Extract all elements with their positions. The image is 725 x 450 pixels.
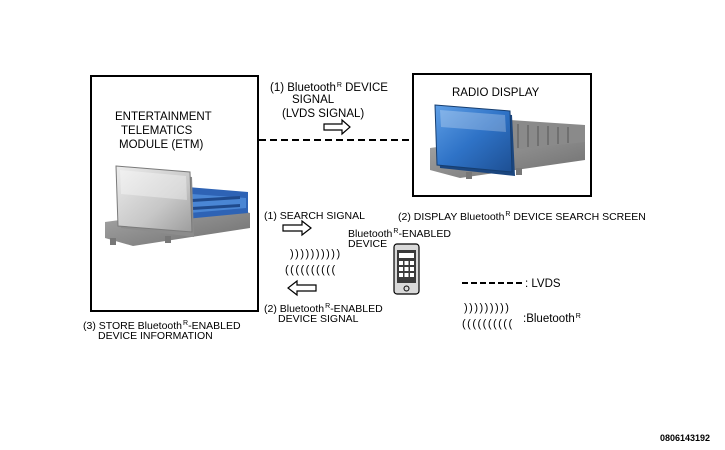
arrow-left-icon [287, 279, 317, 297]
legend-lvds-label: : LVDS [525, 278, 561, 290]
etm-title-line1: ENTERTAINMENT [115, 111, 212, 123]
bluetooth-waves-incoming: (((((((((( [285, 264, 337, 276]
bluetooth-device-signal-return-label: (2) BluetoothR-ENABLED [264, 303, 383, 315]
lvds-signal-label: (LVDS SIGNAL) [282, 108, 365, 120]
legend-bluetooth-label: :BluetoothR [523, 313, 581, 325]
store-device-info-line2: DEVICE INFORMATION [98, 330, 213, 342]
radio-display-title: RADIO DISPLAY [452, 87, 540, 99]
registered-mark: R [505, 211, 511, 218]
store-device-info-label: (3) STORE BluetoothR-ENABLED [83, 320, 241, 332]
figure-id: 0806143192 [660, 433, 711, 443]
arrow-right-icon [323, 118, 351, 136]
smartphone-icon [393, 243, 420, 295]
bluetooth-enabled-device-label: BluetoothR-ENABLED [348, 228, 451, 240]
arrow-right-icon [282, 219, 312, 237]
registered-mark: R [325, 303, 331, 310]
device-label-line2: DEVICE [348, 238, 388, 250]
registered-mark: R [575, 313, 581, 320]
etm-module-image [105, 165, 250, 246]
signal-label-line2: SIGNAL [292, 94, 335, 106]
registered-mark: R [336, 82, 342, 89]
bluetooth-device-signal-label: (1) BluetoothR DEVICE [270, 82, 388, 94]
search-signal-label: (1) SEARCH SIGNAL [264, 210, 365, 222]
legend-wave-outgoing: ))))))))) [464, 302, 511, 314]
legend-wave-incoming: (((((((((( [462, 318, 514, 330]
etm-title-line3: MODULE (ETM) [119, 139, 204, 151]
device-signal-line2: DEVICE SIGNAL [278, 313, 359, 325]
radio-display-image [430, 104, 585, 179]
display-search-screen-label: (2) DISPLAY BluetoothR DEVICE SEARCH SCR… [398, 211, 646, 223]
registered-mark: R [183, 320, 189, 327]
bluetooth-waves-outgoing: )))))))))) [290, 248, 342, 260]
etm-title-line2: TELEMATICS [121, 125, 193, 137]
registered-mark: R [393, 228, 399, 235]
